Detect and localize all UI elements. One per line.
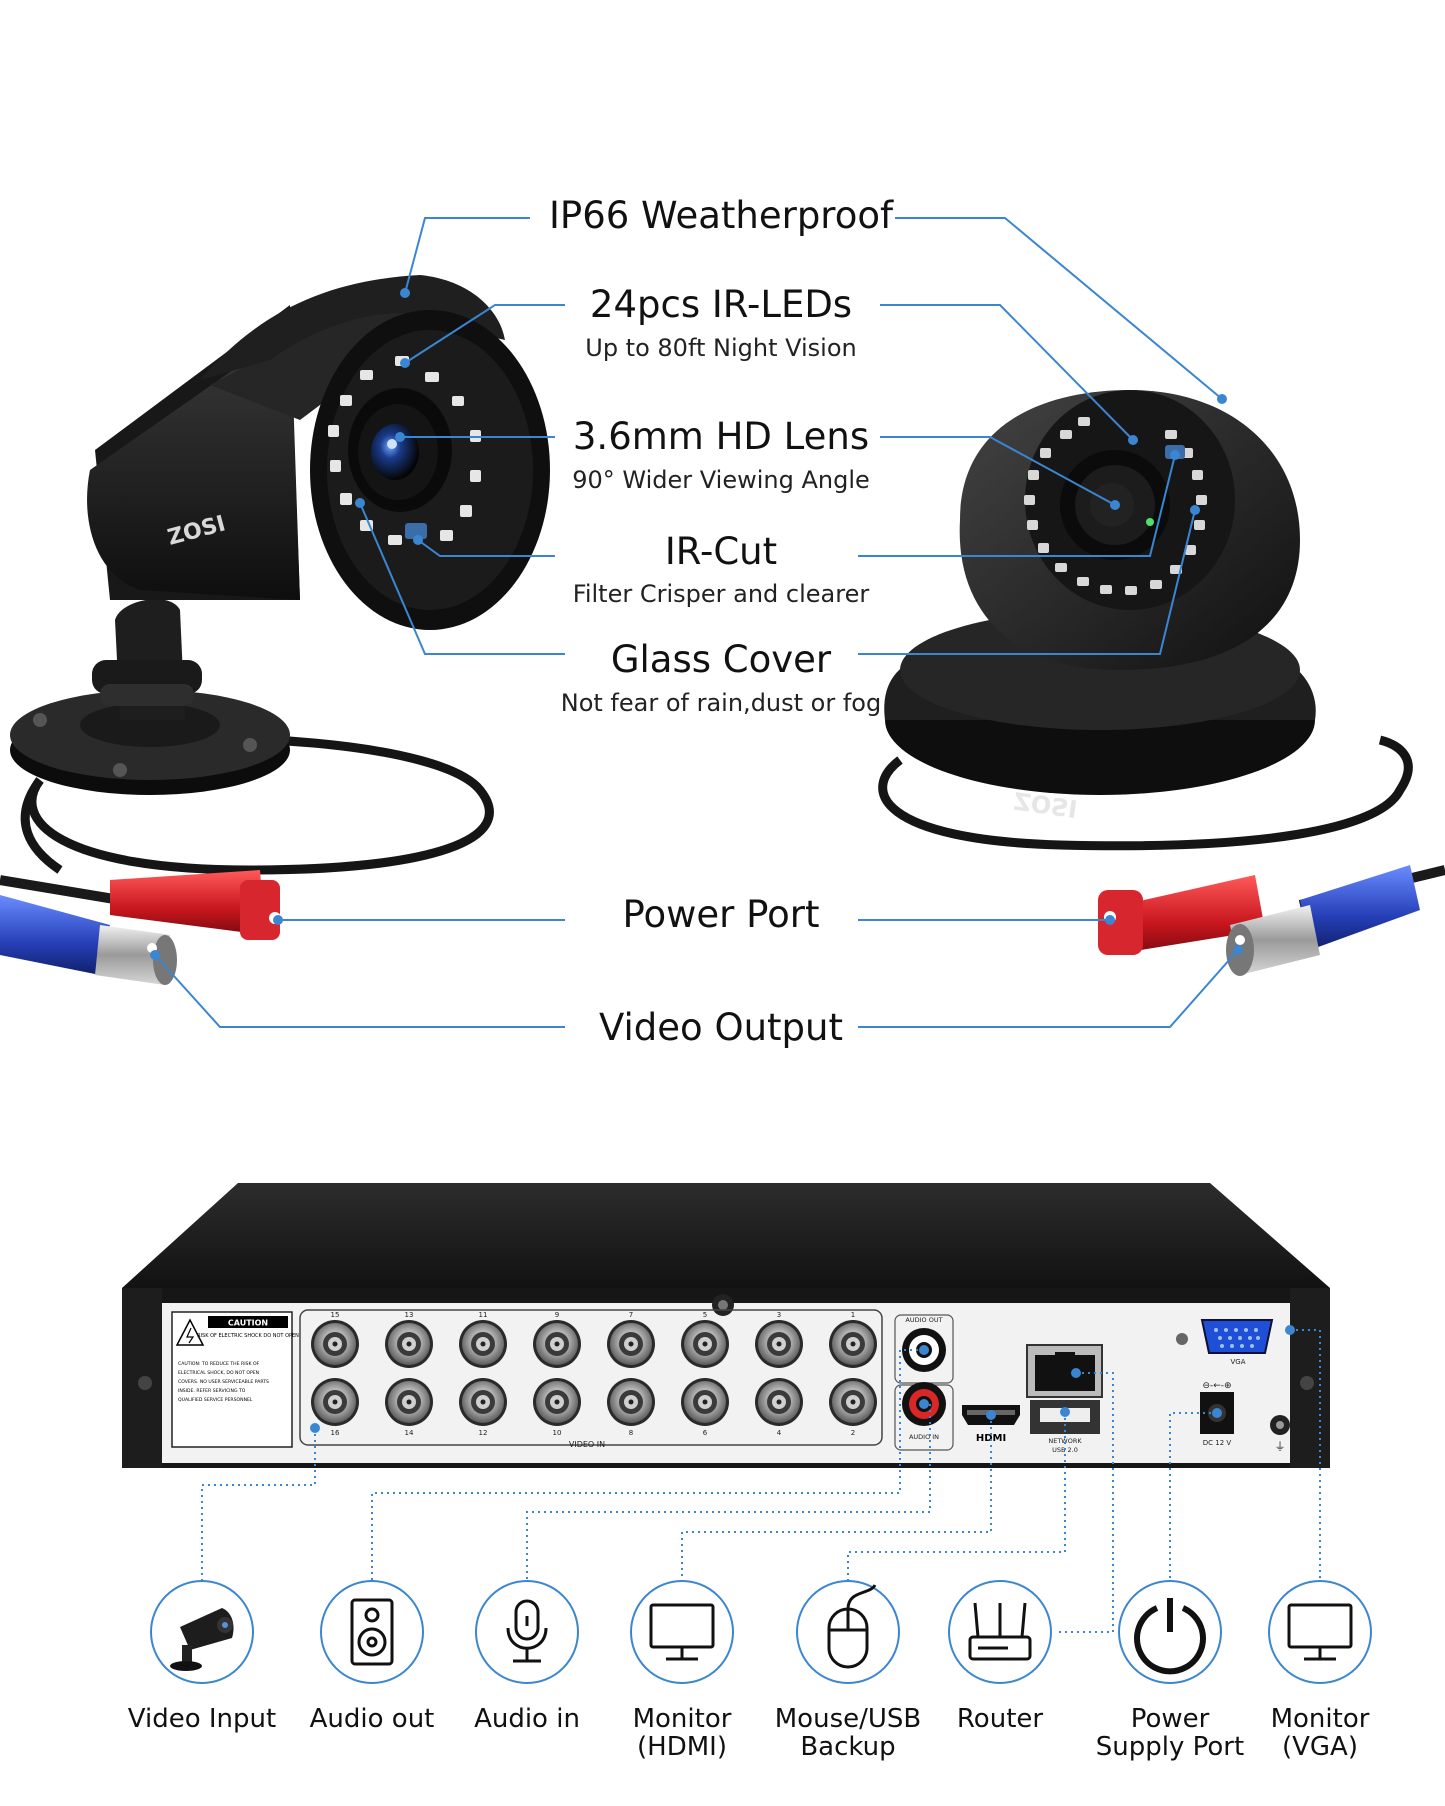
connection-label-monitor-vga: Monitor (VGA) [1270,1704,1370,1762]
video-in-group [299,1309,883,1446]
bnc-channel-number: 2 [851,1429,855,1437]
bnc-channel-number: 5 [703,1311,707,1319]
dc-polarity-symbol: ⊖-←-⊕ [1202,1381,1231,1391]
bnc-channel-number: 10 [553,1429,562,1437]
bnc-port[interactable] [311,1320,359,1368]
dvr-top-cover [122,1183,1330,1288]
feature-title-weatherproof: IP66 Weatherproof [548,194,894,237]
dome-video-plug [1300,865,1420,950]
bnc-channel-number: 13 [405,1311,414,1319]
bnc-port[interactable] [459,1378,507,1426]
bnc-port[interactable] [459,1320,507,1368]
bullet-camera: ZOSI [10,275,550,875]
video-in-label: VIDEO IN [569,1440,605,1449]
dome-cable [878,735,1413,851]
caution-text: CAUTION: TO REDUCE THE RISK OF ELECTRICA… [178,1361,270,1403]
bnc-port[interactable] [385,1378,433,1426]
bnc-port[interactable] [607,1378,655,1426]
feature-title-ir-cut: IR-Cut [664,530,778,573]
connection-label-audio-in: Audio in [474,1704,580,1734]
audio-out-port-label: AUDIO OUT [905,1316,942,1324]
bullet-sunshade [200,275,505,380]
bullet-video-plug [0,895,110,975]
feature-title-power-port: Power Port [622,893,820,936]
feature-leader-dots [150,288,1243,960]
audio-in-port-label: AUDIO IN [909,1433,939,1441]
connection-label-power-supply: Power Supply Port [1095,1704,1245,1762]
caution-title: CAUTION [228,1319,268,1328]
feature-subtitle-glass-cover: Not fear of rain,dust or fog [560,689,882,717]
bnc-channel-number: 4 [777,1429,782,1437]
bnc-port[interactable] [607,1320,655,1368]
bullet-power-plug [110,870,265,935]
bnc-port[interactable] [681,1320,729,1368]
speaker-icon [320,1580,424,1684]
bnc-channel-number: 16 [331,1429,340,1437]
bnc-port[interactable] [829,1378,877,1426]
bnc-channel-number: 3 [777,1311,781,1319]
bnc-channel-number: 6 [703,1429,708,1437]
feature-title-hd-lens: 3.6mm HD Lens [572,415,870,458]
power-icon [1118,1580,1222,1684]
connection-label-audio-out: Audio out [309,1704,435,1734]
feature-title-video-output: Video Output [599,1006,843,1049]
ground-symbol: ⏚ [1275,1440,1286,1453]
connection-label-monitor-hdmi: Monitor (HDMI) [632,1704,732,1762]
bullet-connectors [0,870,281,985]
bnc-channel-number: 15 [331,1311,340,1319]
bnc-port[interactable] [533,1378,581,1426]
vga-port-label: VGA [1230,1358,1245,1366]
monitor-icon [1268,1580,1372,1684]
mouse-icon [796,1580,900,1684]
bnc-channel-number: 7 [629,1311,633,1319]
bnc-channel-number: 12 [479,1429,488,1437]
network-port-label: NETWORK [1048,1437,1082,1445]
bnc-port[interactable] [385,1320,433,1368]
monitor-icon [630,1580,734,1684]
dvr-recorder: CAUTION RISK OF ELECTRIC SHOCK DO NOT OP… [122,1183,1330,1468]
bnc-ports [311,1320,877,1426]
caution-subtitle: RISK OF ELECTRIC SHOCK DO NOT OPEN [197,1333,299,1339]
bnc-port[interactable] [681,1378,729,1426]
bullet-ir-cut-sensor [405,523,427,539]
feature-subtitle-hd-lens: 90° Wider Viewing Angle [572,466,870,494]
bnc-port[interactable] [755,1378,803,1426]
bnc-channel-number: 11 [479,1311,488,1319]
bnc-channel-number: 14 [405,1429,414,1437]
connection-label-router: Router [956,1704,1044,1734]
dome-connectors [1098,865,1445,976]
hdmi-port-label: HDMI [976,1433,1006,1444]
feature-title-ir-leds: 24pcs IR-LEDs [589,283,853,326]
bnc-port[interactable] [829,1320,877,1368]
bnc-channel-number: 8 [629,1429,633,1437]
connection-icons [150,1580,1372,1684]
feature-leaders [154,217,1239,1028]
caution-label: CAUTION RISK OF ELECTRIC SHOCK DO NOT OP… [171,1311,299,1448]
router-icon [948,1580,1052,1684]
feature-subtitle-ir-leds: Up to 80ft Night Vision [585,334,857,362]
bnc-port[interactable] [533,1320,581,1368]
feature-title-glass-cover: Glass Cover [610,638,832,681]
bnc-channel-number: 9 [555,1311,559,1319]
vga-port[interactable] [1200,1319,1274,1354]
microphone-icon [475,1580,579,1684]
bnc-port[interactable] [755,1320,803,1368]
bullet-cable [27,734,494,875]
feature-subtitle-ir-cut: Filter Crisper and clearer [572,580,870,608]
bnc-channel-labels: 15 13 11 9 7 5 3 1 16 14 12 10 8 6 4 2 [331,1311,856,1437]
dc-power-label: DC 12 V [1203,1439,1232,1447]
bnc-port[interactable] [311,1378,359,1426]
bnc-channel-number: 1 [851,1311,855,1319]
connection-leader-dots [310,1325,1295,1433]
connection-label-video-input: Video Input [127,1704,277,1734]
connection-leaders [201,1329,1321,1633]
connection-label-mouse-usb: Mouse/USB Backup [774,1704,922,1762]
camera-icon [150,1580,254,1684]
